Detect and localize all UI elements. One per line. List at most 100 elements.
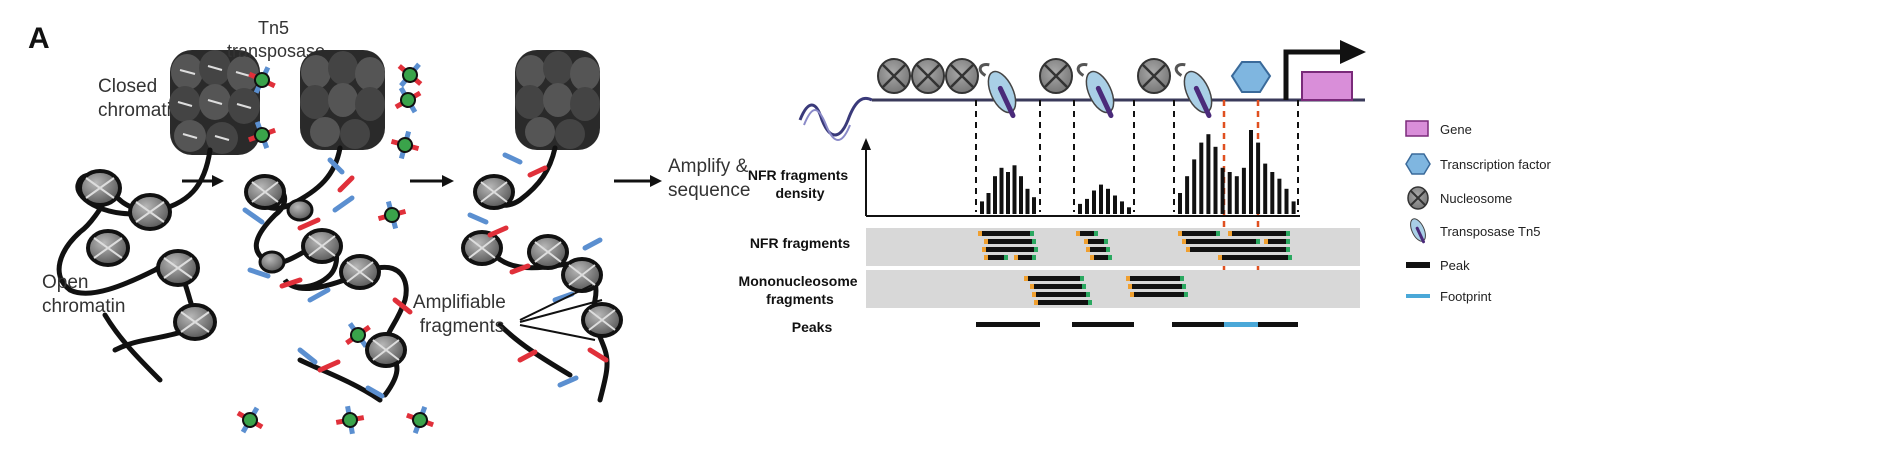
peak-bar — [1072, 322, 1134, 327]
density-bar — [986, 193, 991, 214]
density-bar — [1213, 146, 1218, 214]
density-bar — [1249, 130, 1253, 214]
legend-item-nucleosome: Nucleosome — [1407, 186, 1512, 210]
nfr-density-bars — [980, 130, 1296, 214]
density-bar — [1019, 176, 1023, 214]
peaks-track — [976, 322, 1298, 327]
legend-item-transcription-factor: Transcription factor — [1405, 153, 1551, 175]
density-bar — [1092, 190, 1096, 214]
peaks-label: Peaks — [792, 319, 833, 335]
legend-label: Gene — [1440, 122, 1472, 137]
legend-label: Transposase Tn5 — [1440, 224, 1540, 239]
legend-label: Footprint — [1440, 289, 1492, 304]
footprint-bar — [1224, 322, 1258, 327]
peak-bar — [1258, 322, 1298, 327]
amplifiable-pointer-lines — [519, 284, 603, 341]
nucleosome-open — [244, 174, 407, 368]
gene-box — [1301, 71, 1353, 101]
legend-label: Nucleosome — [1440, 191, 1512, 206]
cut-fragments — [467, 152, 609, 388]
nucleosome-icon — [911, 58, 945, 94]
density-bar — [1185, 176, 1190, 214]
arrow-right — [614, 175, 662, 187]
density-bar — [1113, 195, 1117, 214]
footprint-icon — [1406, 294, 1430, 298]
boundary-lines — [975, 100, 1299, 212]
nfr-density-label: NFR fragments density — [748, 167, 852, 201]
peak-bar — [976, 322, 1040, 327]
density-bar — [1291, 201, 1296, 214]
density-bar — [993, 176, 997, 214]
density-bar — [1099, 184, 1103, 214]
legend-item-transposase: Transposase Tn5 — [1410, 218, 1540, 244]
density-bar — [1206, 134, 1211, 214]
legend: Gene Transcription factor Nucleosome Tra… — [1405, 120, 1551, 304]
closed-chromatin-cluster — [515, 50, 600, 150]
bound-tn5 — [242, 157, 413, 399]
transposase-icon — [978, 62, 1017, 119]
transposase-icon — [1410, 218, 1426, 244]
density-bar — [1127, 207, 1131, 214]
density-bar — [980, 201, 984, 214]
mononucleosome-fragments — [1024, 276, 1188, 305]
transposase-icon-group — [978, 62, 1213, 119]
nucleosome-open — [461, 174, 623, 338]
density-bar — [1234, 176, 1239, 214]
open-chromatin-label: Open chromatin — [42, 272, 125, 317]
closed-chromatin-cluster — [300, 50, 385, 150]
density-bar — [1227, 172, 1232, 214]
density-bar — [1220, 167, 1225, 214]
nucleosome-icon — [945, 58, 979, 94]
closed-chromatin-label: Closed chromatin — [98, 76, 181, 121]
density-bar — [1025, 188, 1030, 214]
legend-label: Peak — [1440, 258, 1470, 273]
legend-item-footprint: Footprint — [1406, 289, 1492, 304]
density-bar — [1032, 197, 1036, 214]
nfr-fragments — [978, 231, 1292, 260]
density-bar — [1270, 172, 1275, 214]
tn5-transposase-molecules — [236, 62, 435, 435]
density-bar — [1085, 198, 1089, 214]
density-bar — [1178, 193, 1182, 214]
peak-icon — [1406, 262, 1430, 268]
density-bar — [1120, 201, 1124, 214]
transposase-icon — [1076, 62, 1115, 119]
density-bar — [1012, 165, 1017, 214]
tn5-transposase-label: Tn5 transposase — [227, 18, 325, 61]
mono-fragment-band — [866, 270, 1360, 308]
nucleosome-icon — [1137, 58, 1171, 94]
dna-helix-icon — [798, 96, 873, 137]
density-bar — [1284, 188, 1289, 214]
nucleosome-open — [78, 169, 122, 207]
density-bar — [999, 167, 1004, 214]
left-panel: A Closed chromatin — [28, 18, 754, 435]
mononucleosome-label: Mononucleosome fragments — [739, 273, 862, 307]
nucleosome-icon — [877, 58, 911, 94]
nucleosome-icon — [1039, 58, 1073, 94]
legend-item-gene: Gene — [1405, 120, 1472, 137]
right-panel: NFR fragments density NFR fragments Mono… — [739, 40, 1366, 335]
density-bar — [1006, 172, 1010, 214]
nfr-fragments-label: NFR fragments — [750, 235, 851, 251]
panel-letter: A — [28, 22, 50, 55]
density-bar — [1199, 142, 1204, 214]
nucleosome-icon-group — [877, 58, 1171, 94]
density-bar — [1241, 167, 1246, 214]
transposase-icon — [1174, 62, 1213, 119]
density-bar — [1106, 188, 1110, 214]
legend-label: Transcription factor — [1440, 157, 1551, 172]
density-bar — [1263, 163, 1268, 214]
amplifiable-fragments-label: Amplifiable fragments — [413, 292, 511, 337]
density-bar — [1078, 203, 1082, 214]
arrow-right — [410, 175, 454, 187]
amplify-sequence-label: Amplify & sequence — [668, 156, 754, 201]
density-bar — [1256, 142, 1261, 214]
closed-chromatin-cluster — [169, 50, 260, 155]
peak-bar — [1172, 322, 1224, 327]
tss-arrow-icon — [1283, 40, 1366, 100]
gene-icon — [1405, 120, 1429, 137]
density-bar — [1277, 178, 1282, 214]
arrow-right — [182, 175, 224, 187]
legend-item-peak: Peak — [1406, 258, 1470, 273]
